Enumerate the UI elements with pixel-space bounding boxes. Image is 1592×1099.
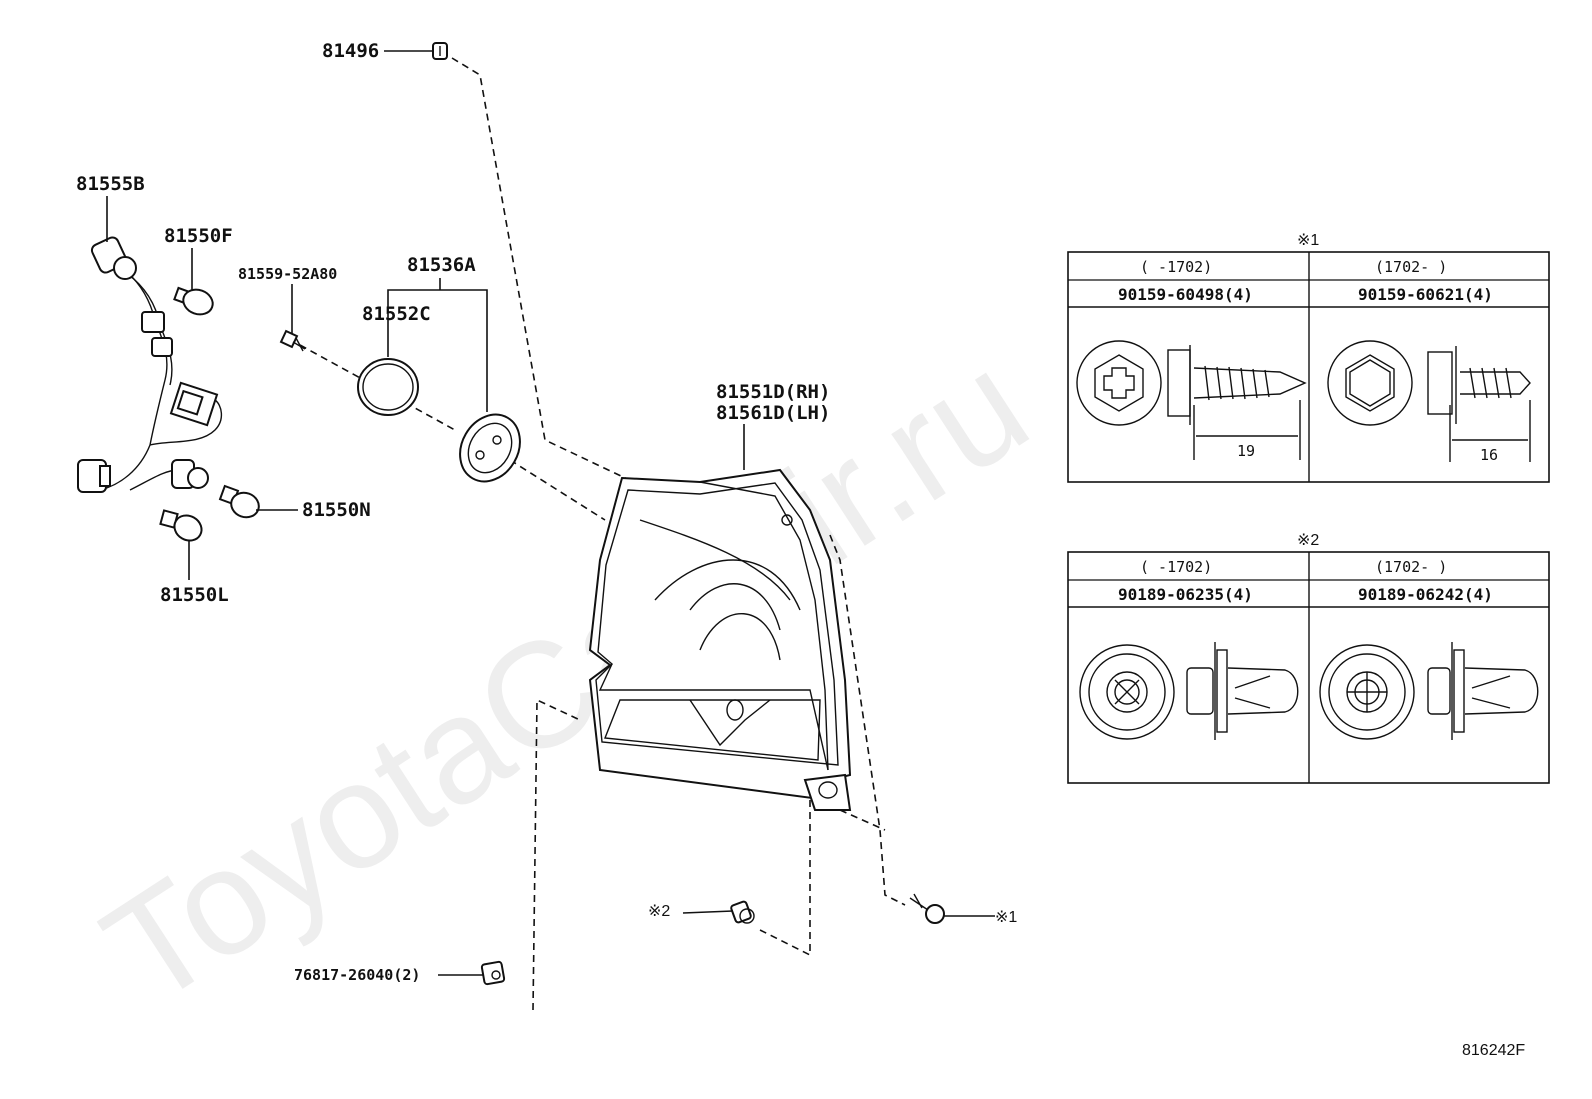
- table1-col1-part: 90159-60498(4): [1118, 285, 1253, 304]
- socket-81555b: [90, 236, 137, 280]
- socket-81536a: [459, 413, 521, 483]
- dimension-19: 19: [1193, 400, 1301, 460]
- label-76817-26040: 76817-26040(2): [294, 966, 420, 984]
- table2-col1-range: ( -1702): [1140, 558, 1212, 576]
- retainer-76817: [480, 960, 506, 986]
- phillips-hex-screw-icon: [1076, 340, 1307, 426]
- dimension-19-text: 19: [1237, 442, 1255, 460]
- clip-fastener-icon: [1079, 642, 1299, 740]
- part-labels: 81496 81555B 81550F 81559-52A80 81536A 8…: [76, 40, 1017, 984]
- label-81555b: 81555B: [76, 173, 145, 195]
- fastener-table-note2: ※2 ( -1702) (1702- ) 90189-06235(4) 9018…: [1067, 532, 1550, 784]
- table1-col2-part: 90159-60621(4): [1358, 285, 1493, 304]
- label-81559-52a80: 81559-52A80: [238, 265, 337, 283]
- label-81552c: 81552C: [362, 303, 431, 325]
- hex-screw-icon: [1327, 340, 1531, 426]
- table2-col1-part: 90189-06235(4): [1118, 585, 1253, 604]
- label-81496: 81496: [322, 40, 379, 62]
- table1-col1-range: ( -1702): [1140, 258, 1212, 276]
- gasket-81552c: [357, 358, 419, 416]
- fastener-table-note1: ※1 ( -1702) (1702- ) 90159-60498(4) 9015…: [1067, 232, 1550, 483]
- dimension-16-text: 16: [1480, 446, 1498, 464]
- label-note1-callout: ※1: [995, 909, 1017, 926]
- screw-note1-fastener: [909, 893, 945, 924]
- table1-mark: ※1: [1297, 232, 1319, 249]
- watermark: ToyotaCarMir.ru: [76, 319, 1055, 1036]
- clip-note2-fastener: [730, 900, 755, 924]
- bulb-81550f: [173, 286, 214, 316]
- dimension-16: 16: [1449, 400, 1531, 464]
- socket-left: [77, 459, 111, 493]
- assembly-dashed-lines: [299, 57, 906, 1011]
- wire-harness: [77, 236, 223, 493]
- harness-connector: [169, 381, 219, 427]
- table2-col2-range: (1702- ): [1375, 558, 1447, 576]
- table2-mark: ※2: [1297, 532, 1319, 549]
- bulb-81550n: [218, 484, 260, 519]
- table1-col2-range: (1702- ): [1375, 258, 1447, 276]
- diagram-id: 816242F: [1462, 1042, 1525, 1059]
- table2-col2-part: 90189-06242(4): [1358, 585, 1493, 604]
- clip-81496: [432, 42, 448, 60]
- label-81536a: 81536A: [407, 254, 476, 276]
- screw-81559: [279, 329, 306, 352]
- tail-lamp-assembly: [588, 468, 852, 811]
- label-81550l: 81550L: [160, 584, 229, 606]
- label-81551d-rh: 81551D(RH): [716, 381, 830, 403]
- label-81550f: 81550F: [164, 225, 233, 247]
- socket-right: [171, 459, 209, 489]
- label-81561d-lh: 81561D(LH): [716, 402, 830, 424]
- label-81550n: 81550N: [302, 499, 371, 521]
- label-note2-callout: ※2: [648, 903, 670, 920]
- clip-fastener-icon: [1319, 642, 1539, 740]
- bulb-81550l: [159, 509, 203, 542]
- leader-lines: [106, 50, 995, 976]
